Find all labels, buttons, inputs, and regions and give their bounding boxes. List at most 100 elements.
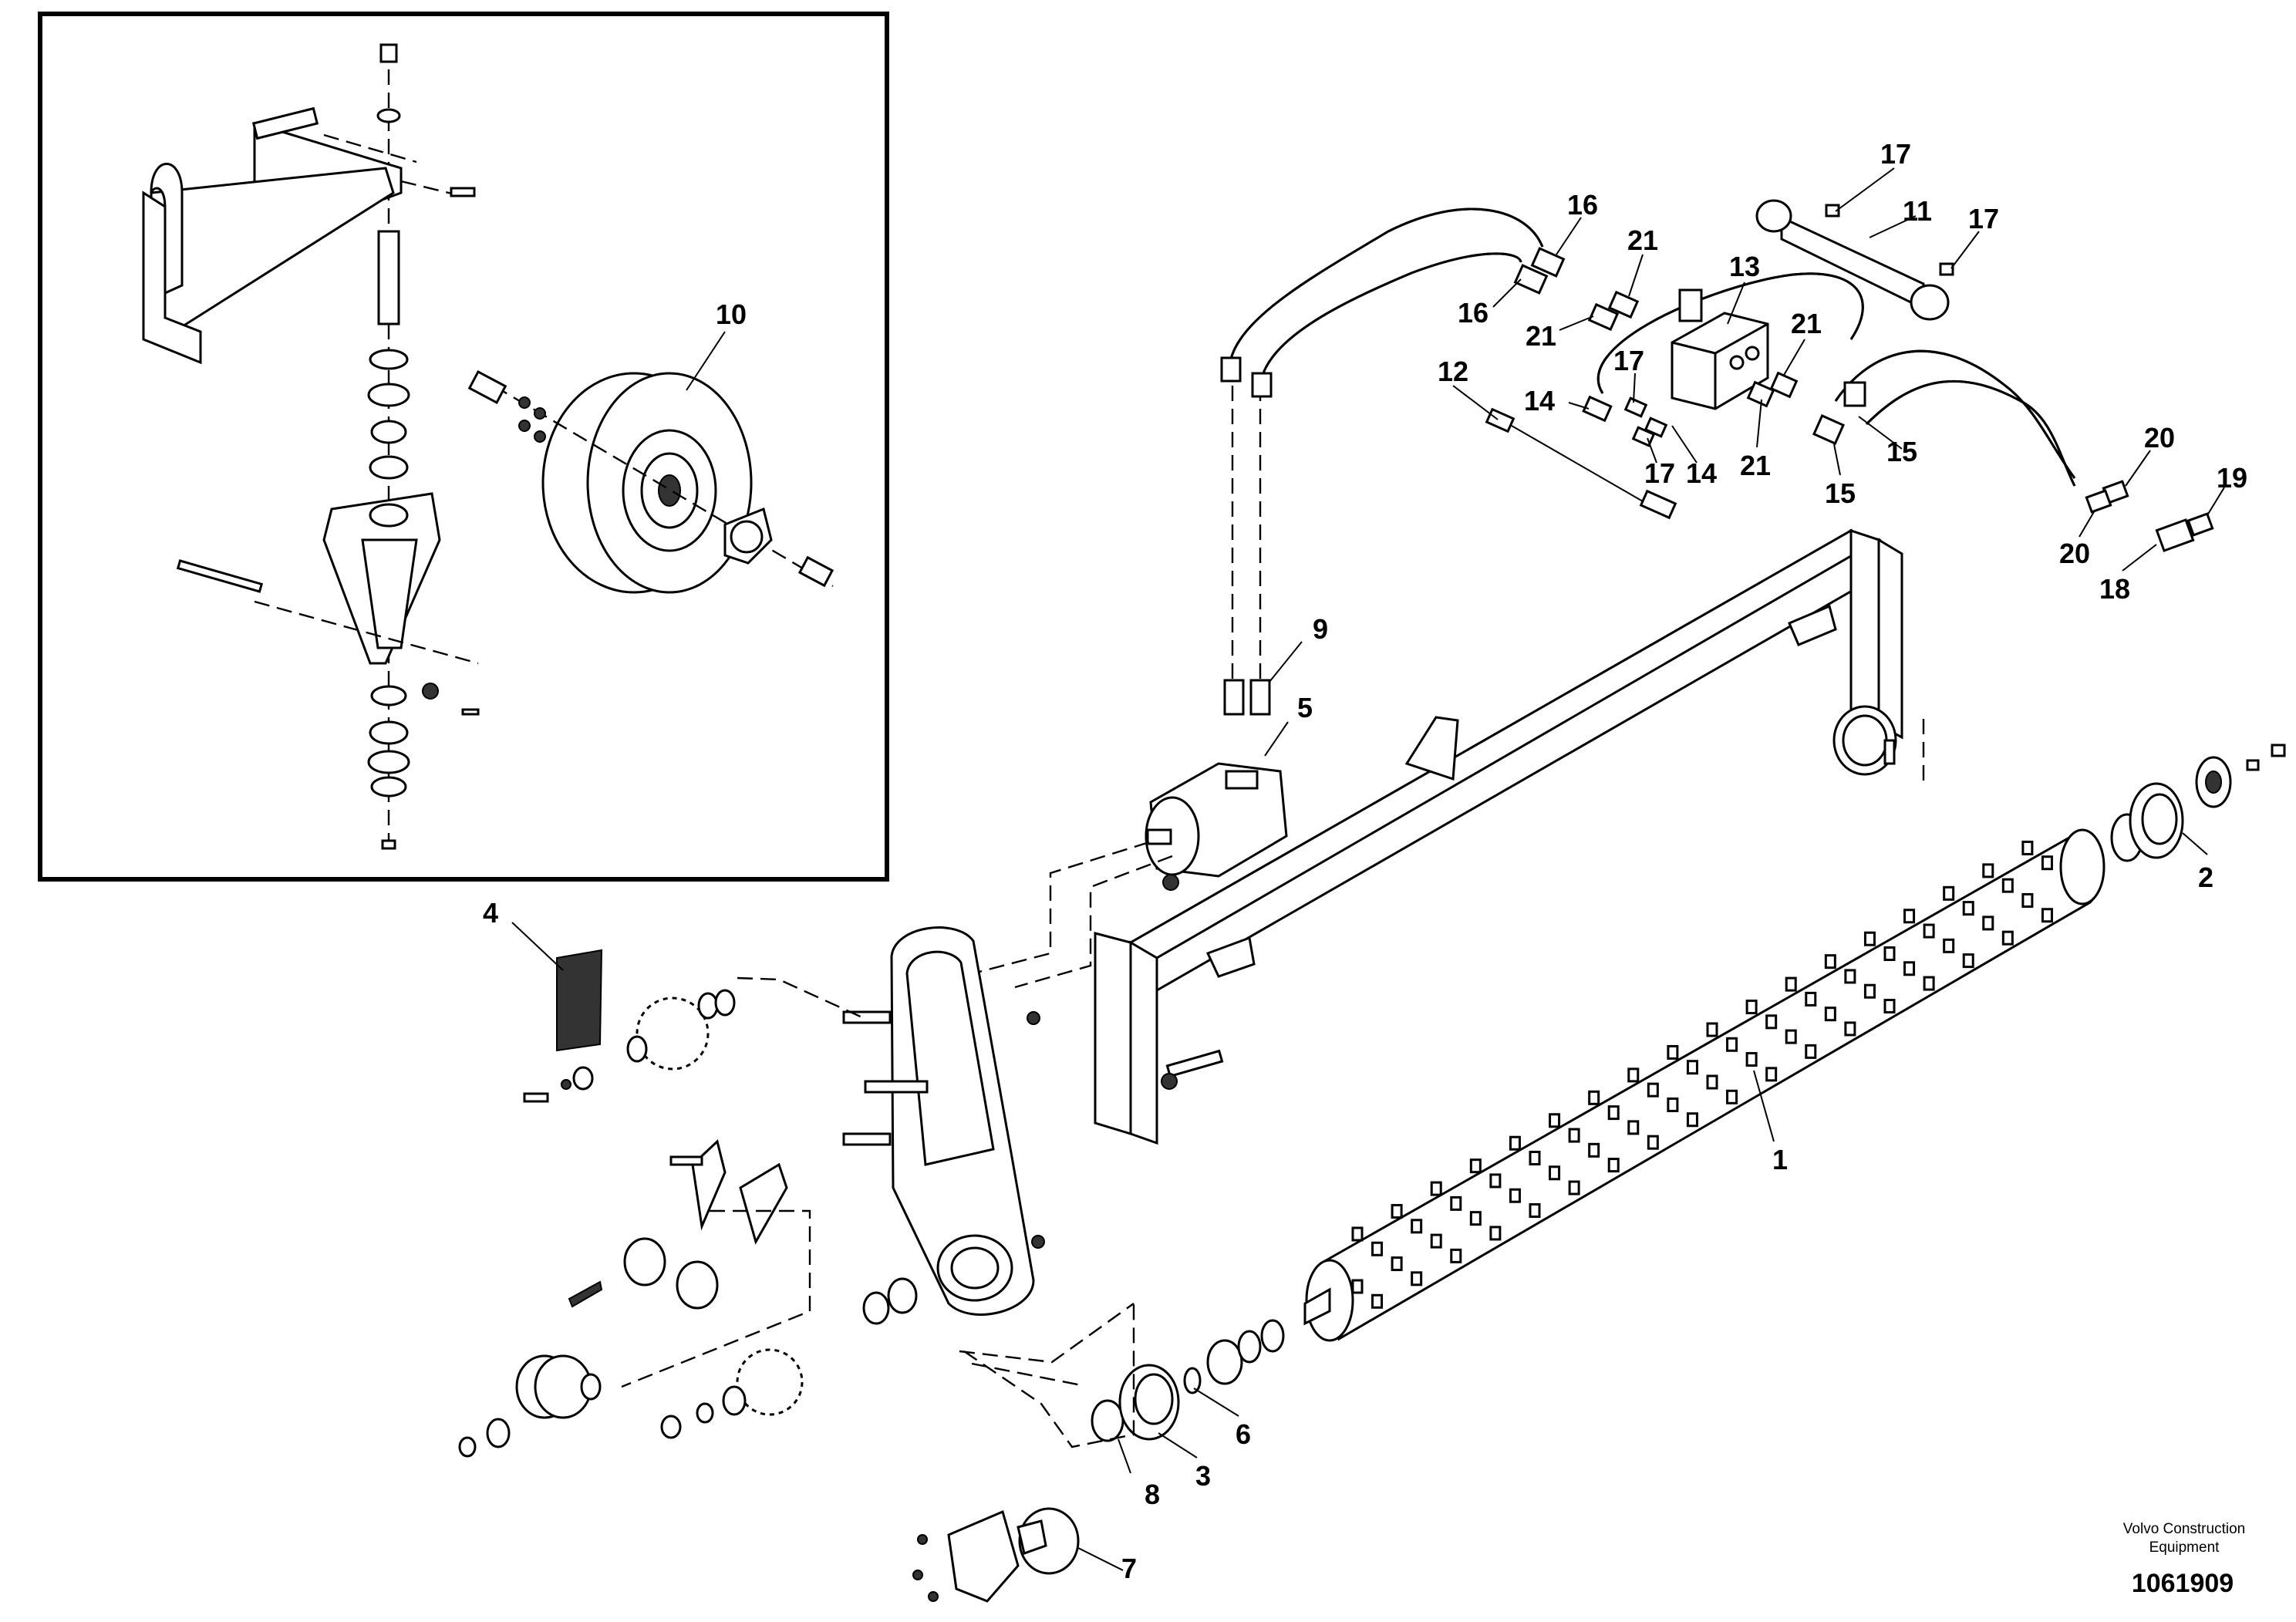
roller-peg xyxy=(2001,930,2014,946)
roller-peg xyxy=(1489,1173,1502,1189)
inset-wheel-assembly: 10 xyxy=(38,12,889,882)
callout-13: 13 xyxy=(1729,251,1760,282)
callout-1: 1 xyxy=(1772,1144,1788,1175)
chain-case xyxy=(842,874,1224,1316)
roller-peg xyxy=(1982,916,1994,931)
roller-peg xyxy=(1391,1204,1403,1219)
roller-peg xyxy=(1588,1142,1600,1158)
roller-peg xyxy=(1863,983,1876,999)
callout-17c: 17 xyxy=(1613,345,1644,376)
roller-peg xyxy=(1883,999,1896,1013)
callout-12: 12 xyxy=(1438,356,1468,387)
roller-peg xyxy=(1549,1165,1561,1181)
callout-21a: 21 xyxy=(1627,224,1658,256)
callout-2: 2 xyxy=(2198,862,2213,893)
roller-peg xyxy=(1430,1233,1442,1249)
roller-peg xyxy=(1686,1112,1698,1128)
callout-21c: 21 xyxy=(1791,308,1822,339)
hydraulic-hoses xyxy=(1220,207,2076,487)
roller-peg xyxy=(1824,954,1836,969)
roller-peg xyxy=(2041,908,2053,923)
roller-peg xyxy=(1450,1195,1462,1211)
callout-16b: 15 xyxy=(1825,477,1856,509)
roller-peg xyxy=(1647,1082,1659,1098)
valve-block xyxy=(1671,288,1769,410)
roller-peg xyxy=(1943,938,1955,953)
roller-peg xyxy=(1509,1188,1521,1203)
cover-plate: 7 xyxy=(912,1507,1137,1603)
roller-peg xyxy=(1351,1226,1364,1242)
roller-peg xyxy=(1549,1113,1561,1128)
roller-peg xyxy=(1903,961,1916,976)
roller-peg xyxy=(1686,1060,1698,1075)
footer: Volvo Construction Equipment 1061909 xyxy=(2123,1521,2245,1598)
roller-peg xyxy=(2021,840,2034,855)
roller-peg xyxy=(2021,892,2034,908)
callout-6: 6 xyxy=(1236,1418,1251,1450)
roller-peg xyxy=(1351,1279,1364,1294)
callouts-top: 16 16 21 21 13 21 21 17 11 17 17 12 14 1… xyxy=(1438,138,2247,605)
roller-peg xyxy=(1863,931,1876,946)
roller-peg xyxy=(1745,1052,1758,1067)
callout-7: 7 xyxy=(1121,1553,1137,1584)
callout-9: 9 xyxy=(1313,613,1328,645)
roller-peg xyxy=(1883,946,1896,961)
roller-peg xyxy=(1568,1128,1580,1143)
roller-peg xyxy=(1667,1097,1679,1112)
callout-21b: 21 xyxy=(1526,320,1556,352)
roller-peg xyxy=(1943,885,1955,901)
roller-peg xyxy=(1982,863,1994,878)
roller-peg xyxy=(1509,1135,1521,1151)
roller-peg xyxy=(1391,1256,1403,1272)
roller-peg xyxy=(1450,1248,1462,1263)
roller-peg xyxy=(1745,1000,1758,1015)
callout-3: 3 xyxy=(1195,1460,1211,1492)
callout-17d: 17 xyxy=(1644,457,1675,489)
roller-peg xyxy=(1962,953,1974,969)
callout-21d: 21 xyxy=(1740,450,1771,481)
roller-peg xyxy=(1844,1021,1856,1037)
callout-4: 4 xyxy=(483,897,498,929)
callout-20a: 20 xyxy=(2144,422,2175,454)
roller-peg xyxy=(1765,1014,1778,1030)
roller-peg xyxy=(1371,1241,1384,1256)
roller-peg xyxy=(1805,1044,1817,1059)
hydraulic-motor: 9 5 xyxy=(973,386,1328,989)
callout-19: 19 xyxy=(2217,462,2247,494)
roller-peg xyxy=(1568,1180,1580,1195)
roller-peg xyxy=(1529,1203,1541,1218)
roller-peg xyxy=(1962,901,1974,916)
roller-peg xyxy=(1411,1219,1423,1234)
roller-peg xyxy=(1647,1135,1659,1150)
drive-chain xyxy=(556,949,603,1052)
roller-peg xyxy=(1371,1293,1384,1309)
main-frame xyxy=(1094,528,1925,1145)
roller-peg xyxy=(1785,1029,1797,1044)
callout-8: 8 xyxy=(1145,1479,1160,1510)
drawing-number: 1061909 xyxy=(2132,1569,2234,1598)
roller-peg xyxy=(1765,1067,1778,1082)
callout-15a: 16 xyxy=(1567,189,1598,221)
roller-peg xyxy=(1903,909,1916,924)
fittings-top xyxy=(1485,247,2214,552)
roller-peg xyxy=(1824,1007,1836,1022)
hydraulic-cylinder xyxy=(1755,199,1954,321)
roller-peg xyxy=(1667,1044,1679,1060)
roller-peg xyxy=(1469,1211,1482,1226)
brand-line-1: Volvo Construction xyxy=(2123,1521,2245,1537)
callout-11: 11 xyxy=(1903,195,1932,227)
callout-16a: 15 xyxy=(1886,436,1917,467)
callout-5: 5 xyxy=(1297,692,1313,723)
roller-peg xyxy=(2001,878,2014,893)
roller-peg xyxy=(1726,1037,1738,1052)
callout-14a: 14 xyxy=(1524,385,1555,416)
callout-15b: 16 xyxy=(1458,297,1489,329)
roller-peg xyxy=(1923,976,1935,991)
roller-peg xyxy=(1627,1120,1640,1135)
roller-peg xyxy=(1469,1158,1482,1174)
roller-peg xyxy=(1607,1158,1620,1173)
roller-peg xyxy=(1607,1105,1620,1121)
bearing-stack-right: 2 xyxy=(2110,744,2286,893)
roller-peg xyxy=(1411,1271,1423,1286)
